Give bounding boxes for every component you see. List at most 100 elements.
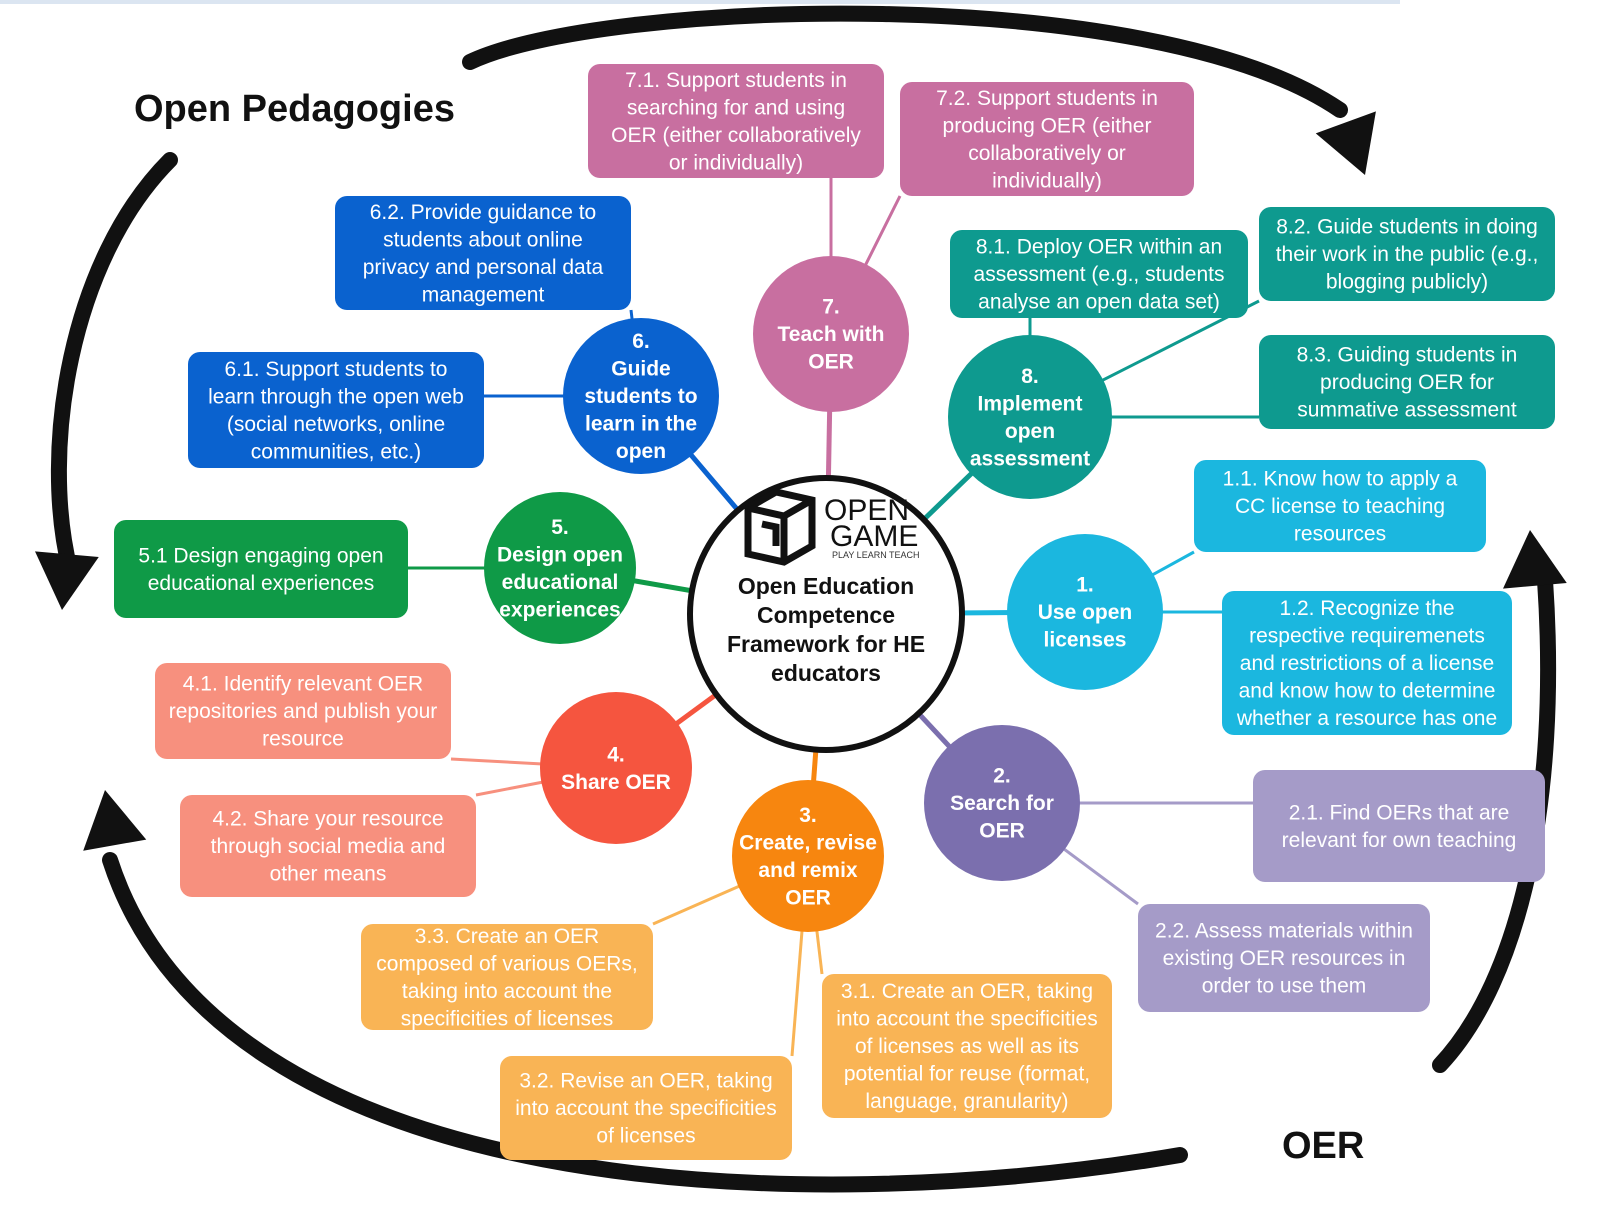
item-text-line: blogging publicly) xyxy=(1326,271,1488,294)
hub-text-line: licenses xyxy=(1044,629,1127,652)
hub-text-line: OER xyxy=(785,886,831,909)
competence-item-7-1: 7.1. Support students in searching for an… xyxy=(588,64,884,178)
hub-circle-6 xyxy=(563,318,719,474)
hub-text-line: 1. xyxy=(1076,574,1094,597)
hub-text-line: and remix xyxy=(758,859,858,882)
item-box-4-2 xyxy=(180,795,476,897)
competence-item-6-1: 6.1. Support students to learn through th… xyxy=(188,352,484,468)
competence-item-2-1: 2.1. Find OERs that are relevant for own … xyxy=(1253,770,1545,882)
competence-hub-4: 4. Share OER xyxy=(540,692,692,844)
item-text-line: 6.1. Support students to xyxy=(225,358,448,381)
arrow-bottom-left-head xyxy=(83,790,147,851)
cycle-labels: Open Pedagogies OER xyxy=(134,88,1364,1167)
hub-text-line: 5. xyxy=(551,516,569,539)
item-text-line: existing OER resources in xyxy=(1163,947,1406,970)
oer-label: OER xyxy=(1282,1125,1364,1167)
hub-text-line: Guide xyxy=(611,358,671,381)
item-box-8-3 xyxy=(1259,335,1555,429)
item-box-7-1 xyxy=(588,64,884,178)
arrow-left-down xyxy=(35,152,178,610)
hub-text-line: OER xyxy=(808,351,854,374)
hub-text-line: 7. xyxy=(822,296,840,319)
item-text-line: into account the specificities xyxy=(836,1008,1097,1031)
framework-title-line: Framework for HE xyxy=(727,631,925,657)
competence-item-4-2: 4.2. Share your resource through social m… xyxy=(180,795,476,897)
item-text-line: 2.1. Find OERs that are xyxy=(1289,801,1510,824)
item-text-line: their work in the public (e.g., xyxy=(1276,243,1539,266)
hub-text-line: 3. xyxy=(799,804,817,827)
item-text-line: or individually) xyxy=(669,151,803,174)
item-text-line: resources xyxy=(1294,523,1386,546)
item-text-line: of licenses xyxy=(596,1125,695,1148)
competence-item-1-1: 1.1. Know how to apply aCC license to te… xyxy=(1194,460,1486,552)
competence-items: 1.1. Know how to apply aCC license to te… xyxy=(114,64,1555,1160)
item-text-line: into account the specificities xyxy=(515,1097,776,1120)
item-text-line: 2.2. Assess materials within xyxy=(1155,920,1413,943)
hub-text-line: Design open xyxy=(497,543,623,566)
item-text-line: searching for and using xyxy=(627,96,845,119)
item-box-3-3 xyxy=(361,924,653,1030)
item-box-2-2 xyxy=(1138,904,1430,1012)
item-text-line: collaboratively or xyxy=(968,142,1126,165)
item-text-line: management xyxy=(422,283,545,306)
item-text-line: through social media and xyxy=(211,835,446,858)
arrow-right-up-head xyxy=(1503,530,1567,589)
item-text-line: 1.2. Recognize the xyxy=(1279,597,1454,620)
item-text-line: specificities of licenses xyxy=(401,1007,613,1030)
hub-circle-2 xyxy=(924,725,1080,881)
item-text-line: 5.1 Design engaging open xyxy=(138,544,383,567)
item-box-2-1 xyxy=(1253,770,1545,882)
hub-circle-3 xyxy=(732,780,884,932)
item-text-line: language, granularity) xyxy=(865,1090,1068,1113)
item-text-line: composed of various OERs, xyxy=(376,952,637,975)
top-divider xyxy=(0,0,1400,4)
item-box-5-1 xyxy=(114,520,408,618)
item-text-line: whether a resource has one xyxy=(1236,707,1497,730)
item-text-line: relevant for own teaching xyxy=(1282,829,1517,852)
item-text-line: 4.2. Share your resource xyxy=(212,808,443,831)
item-text-line: respective requiremenets xyxy=(1249,625,1485,648)
item-text-line: repositories and publish your xyxy=(169,700,438,723)
framework-title-line: Open Education xyxy=(738,573,914,599)
item-box-7-2 xyxy=(900,82,1194,196)
hub-circle-4 xyxy=(540,692,692,844)
item-text-line: producing OER for xyxy=(1320,371,1494,394)
item-text-line: taking into account the xyxy=(402,980,612,1003)
item-box-8-2 xyxy=(1259,207,1555,301)
item-text-line: order to use them xyxy=(1202,975,1367,998)
hub-text-line: learn in the xyxy=(585,413,697,436)
hub-text-line: 4. xyxy=(607,743,625,766)
hub-circle-1 xyxy=(1007,534,1163,690)
item-text-line: 7.1. Support students in xyxy=(625,69,847,92)
item-text-line: and restrictions of a license xyxy=(1240,652,1494,675)
item-text-line: resource xyxy=(262,728,344,751)
competence-item-2-2: 2.2. Assess materials within existing OER… xyxy=(1138,904,1430,1012)
item-box-1-2 xyxy=(1222,591,1512,735)
item-text-line: 7.2. Support students in xyxy=(936,87,1158,110)
logo-word-open: OPEN xyxy=(824,494,909,527)
hub-text-line: 8. xyxy=(1021,365,1039,388)
item-box-6-2 xyxy=(335,196,631,310)
item-box-3-1 xyxy=(822,974,1112,1118)
hub-text-line: Share OER xyxy=(561,771,671,794)
hub-text-line: Teach with xyxy=(778,323,885,346)
item-text-line: (social networks, online xyxy=(227,413,445,436)
item-text-line: educational experiences xyxy=(148,572,375,595)
item-text-line: learn through the open web xyxy=(208,385,464,408)
arrow-top-right xyxy=(462,5,1376,175)
item-text-line: assessment (e.g., students xyxy=(974,263,1225,286)
